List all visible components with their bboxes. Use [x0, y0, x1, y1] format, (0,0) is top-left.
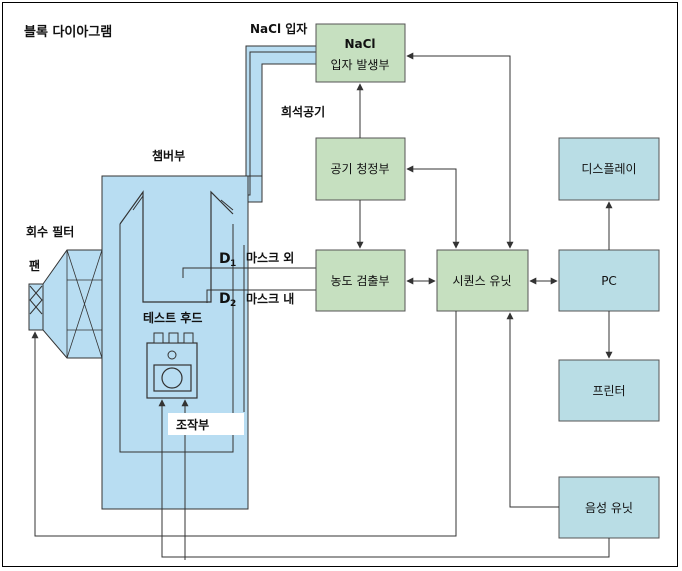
chamber-funnel [119, 190, 234, 303]
chamber-label: 챔버부 [152, 148, 185, 163]
pc-box [558, 249, 660, 312]
air-cleaner-box [315, 137, 406, 201]
recovery-filter-label: 회수 필터 [26, 224, 74, 239]
audio-unit-box [558, 476, 660, 539]
printer-box [558, 359, 660, 422]
operation-label-bg [168, 413, 244, 435]
mask-outside-label: 마스크 외 [246, 250, 294, 265]
audio-unit-label: 음성 유닛 [585, 501, 633, 515]
sequence-unit-label: 시퀀스 유닛 [452, 274, 511, 288]
d1-subscript: 1 [230, 259, 236, 269]
air-cleaner-label: 공기 청정부 [330, 162, 389, 176]
nacl-generator-label-2: 입자 발생부 [330, 58, 389, 72]
arrow-audio-seq [506, 312, 559, 508]
line-pc-bottom [158, 399, 610, 558]
fan-icon [29, 285, 43, 315]
d2-line [206, 289, 316, 303]
d1-label: D [219, 251, 231, 267]
test-hood-label: 테스트 후드 [143, 310, 202, 325]
test-hood-knob-2 [168, 332, 179, 344]
concentration-detector-box [315, 249, 406, 312]
test-hood-face [161, 367, 183, 389]
printer-label: 프린터 [592, 384, 625, 398]
d1-line [182, 267, 316, 278]
display-label: 디스플레이 [581, 162, 636, 176]
test-hood-dot [167, 350, 177, 360]
d2-label: D [219, 291, 231, 307]
nacl-generator-box [315, 23, 406, 83]
display-box [558, 137, 660, 201]
mask-inside-label: 마스크 내 [246, 291, 294, 306]
d2-subscript: 2 [230, 299, 236, 309]
concentration-detector-label: 농도 검출부 [330, 274, 389, 288]
diagram-title: 블록 다이아그램 [24, 24, 112, 40]
chamber-funnel-inner [132, 195, 234, 211]
line-seq-bottom [31, 311, 457, 537]
nacl-duct-outer [232, 51, 316, 196]
operation-label: 조작부 [176, 417, 209, 432]
test-hood-knob-3 [183, 332, 194, 344]
nacl-generator-label-1: NaCl [344, 37, 375, 51]
arrow-seq-air [406, 165, 460, 249]
dilution-air-label: 희석공기 [281, 104, 325, 119]
test-hood-knob-1 [153, 332, 164, 344]
sequence-unit-box [436, 249, 529, 312]
nacl-particle-label: NaCl 입자 [250, 21, 307, 36]
recovery-filter-hatch [66, 249, 103, 359]
pc-label: PC [601, 274, 617, 288]
nacl-duct-inner [246, 63, 316, 177]
arrow-seq-nacl [406, 52, 514, 249]
fan-label: 팬 [29, 258, 40, 273]
